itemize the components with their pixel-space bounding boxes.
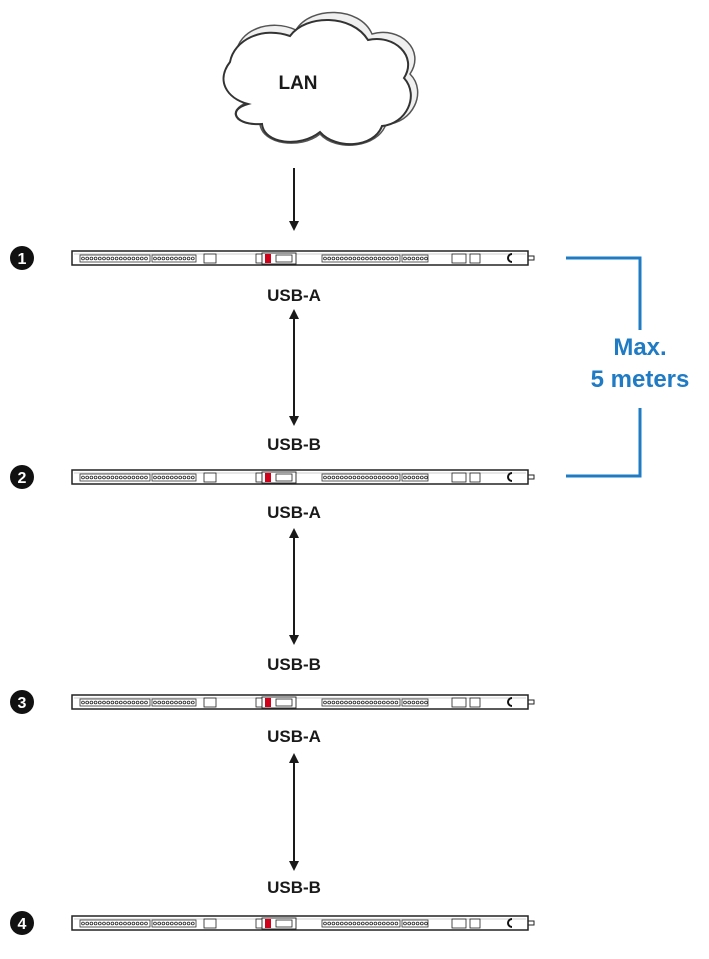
pdu-strip-4 (71, 915, 535, 931)
unit-3-usb-a-label: USB-A (267, 727, 321, 746)
unit-3-usb-b-label: USB-B (267, 655, 321, 674)
unit-number-badge-4: 4 (10, 911, 34, 935)
pdu-strip-3 (71, 694, 535, 710)
unit-number-badge-1: 1 (10, 246, 34, 270)
svg-text:4: 4 (18, 916, 27, 933)
unit-number-badge-3: 3 (10, 690, 34, 714)
max-distance-line-1: Max. (613, 334, 667, 361)
pdu-strip-2 (71, 469, 535, 485)
svg-text:2: 2 (18, 470, 27, 487)
unit-2-usb-b-label: USB-B (267, 435, 321, 454)
distance-bracket (566, 256, 642, 478)
unit-4-usb-b-label: USB-B (267, 878, 321, 897)
max-distance-line-2: 5 meters (590, 366, 690, 393)
unit-number-badge-2: 2 (10, 465, 34, 489)
unit-2-usb-a-label: USB-A (267, 503, 321, 522)
unit-1-usb-a-label: USB-A (267, 286, 321, 305)
svg-text:1: 1 (18, 251, 27, 268)
lan-cloud-icon (222, 11, 419, 146)
pdu-strip-1 (71, 250, 535, 266)
lan-label: LAN (278, 73, 318, 94)
svg-text:3: 3 (18, 695, 27, 712)
max-distance-label: Max. 5 meters (591, 332, 690, 396)
